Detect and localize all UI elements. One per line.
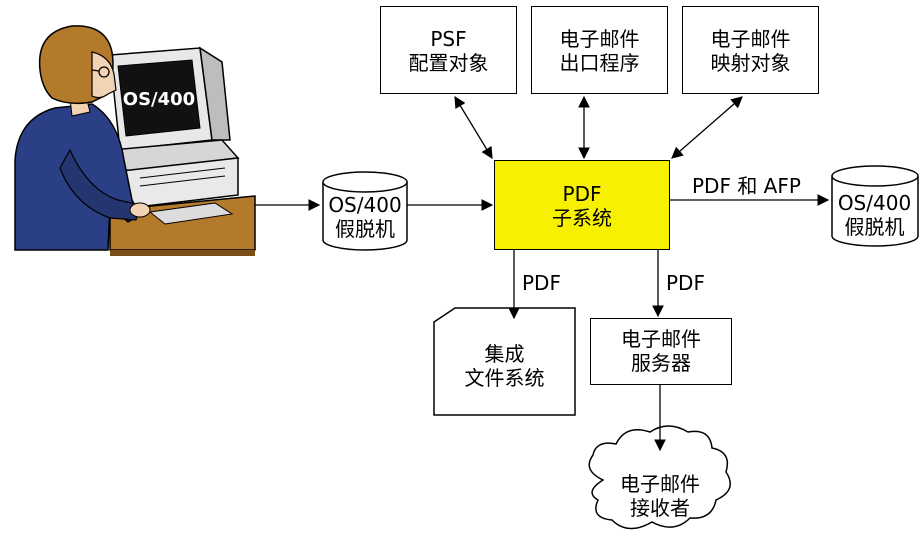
user-at-workstation-illustration	[14, 25, 256, 256]
connectors	[255, 95, 830, 452]
email-server-label: 电子邮件 服务器	[590, 327, 732, 375]
spool-in-label: OS/400 假脱机	[321, 193, 409, 241]
edge-label-pdf-and-afp: PDF 和 AFP	[692, 174, 801, 198]
email-recipient-cloud	[588, 425, 731, 530]
email-recipient-label: 电子邮件 接收者	[590, 472, 730, 520]
email-mapping-object-box	[682, 6, 819, 94]
psf-config-object-box	[380, 6, 517, 94]
edge-label-pdf-to-ifs: PDF	[522, 271, 561, 295]
edge-label-pdf-to-email-server: PDF	[666, 271, 705, 295]
ifs-line2: 文件系统	[464, 366, 545, 390]
email-exit-program-label: 电子邮件 出口程序	[531, 27, 668, 75]
ifs-folder-shape	[433, 307, 576, 416]
email-recipient-line2: 接收者	[630, 496, 690, 520]
spool-out-label: OS/400 假脱机	[830, 191, 919, 239]
psf-line1: PSF	[430, 27, 467, 51]
ifs-line1: 集成	[484, 342, 525, 366]
pdf-subsystem-label: PDF 子系统	[494, 182, 670, 230]
email-exit-line1: 电子邮件	[559, 27, 640, 51]
email-exit-line2: 出口程序	[559, 51, 640, 75]
psf-line2: 配置对象	[408, 51, 489, 75]
email-server-line2: 服务器	[631, 351, 691, 375]
spool-in-line2: 假脱机	[335, 217, 395, 241]
monitor-screen-label: OS/400	[122, 89, 196, 110]
email-map-line1: 电子邮件	[710, 27, 791, 51]
spool-in-line1: OS/400	[328, 193, 402, 217]
email-exit-program-box	[531, 6, 668, 94]
psf-config-object-label: PSF 配置对象	[380, 27, 517, 75]
email-server-box	[590, 318, 732, 385]
email-mapping-object-label: 电子邮件 映射对象	[682, 27, 819, 75]
pdf-subsystem-line2: 子系统	[552, 206, 612, 230]
email-map-line2: 映射对象	[710, 51, 791, 75]
email-recipient-line1: 电子邮件	[620, 472, 700, 496]
spool-in-cylinder	[322, 171, 408, 251]
pdf-subsystem-box	[494, 160, 670, 250]
ifs-label: 集成 文件系统	[434, 342, 575, 390]
email-server-line1: 电子邮件	[621, 327, 701, 351]
spool-out-cylinder	[831, 165, 919, 247]
spool-out-line2: 假脱机	[844, 215, 905, 239]
spool-out-line1: OS/400	[837, 191, 912, 215]
pdf-subsystem-line1: PDF	[562, 182, 602, 206]
